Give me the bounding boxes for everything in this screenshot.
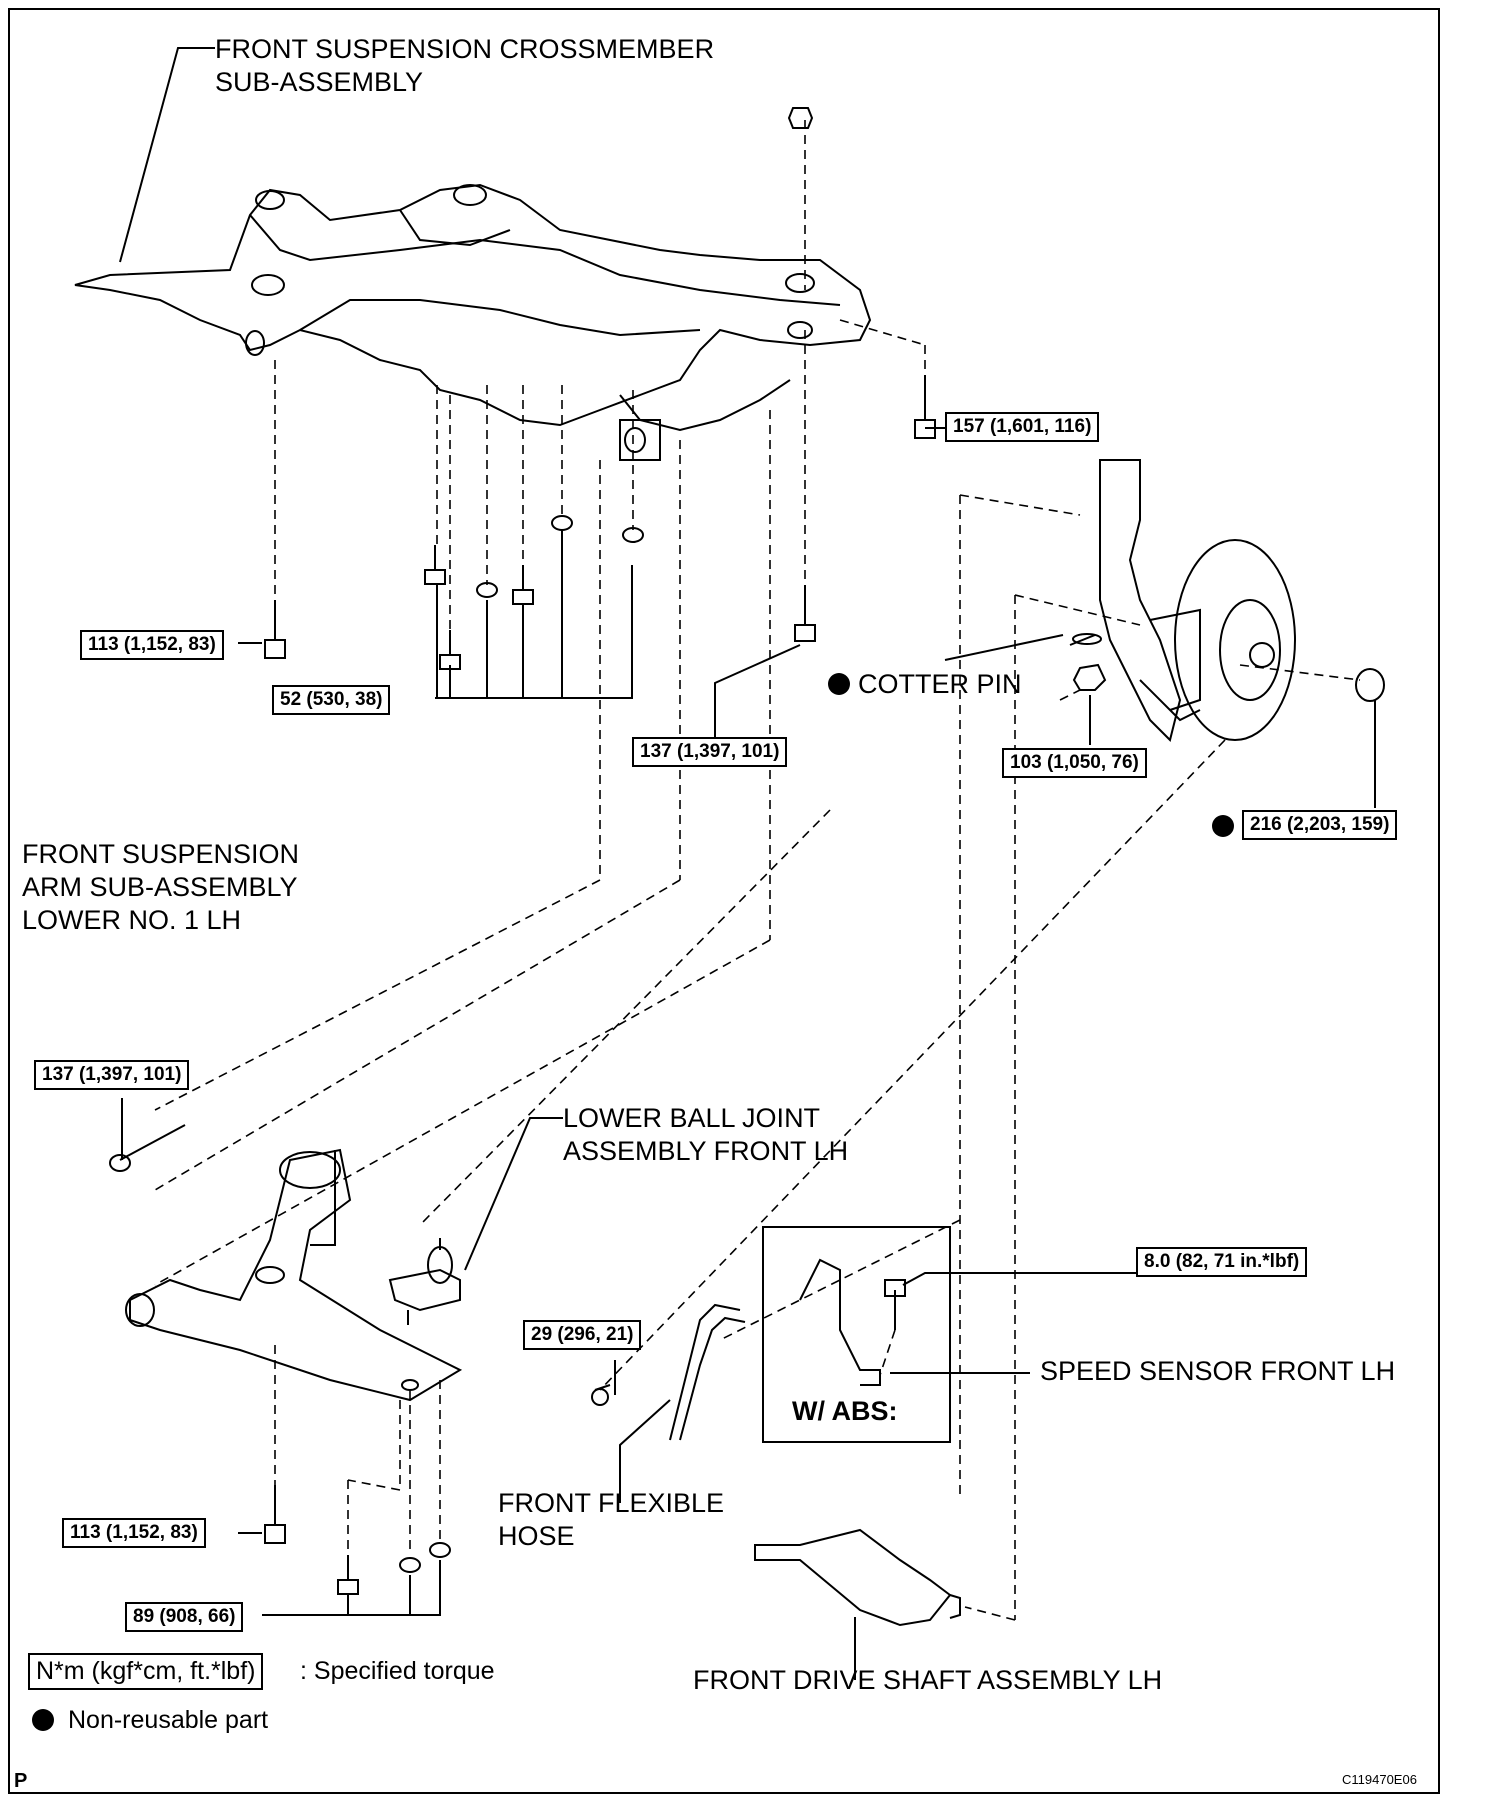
lower-arm-drawing xyxy=(125,1148,463,1402)
legend-nonreusable-dot xyxy=(32,1709,54,1731)
torque-103: 103 (1,050, 76) xyxy=(1002,748,1147,778)
legend-unit-text: : Specified torque xyxy=(300,1657,495,1685)
label-ball-joint-line1: LOWER BALL JOINT xyxy=(563,1103,821,1133)
cotter-pin-drawing xyxy=(1069,634,1096,646)
label-lower-arm-line1: FRONT SUSPENSION xyxy=(22,839,300,869)
torque-8: 8.0 (82, 71 in.*lbf) xyxy=(1136,1247,1308,1277)
knuckle-hub-drawing xyxy=(1099,459,1296,742)
label-flex-hose-line2: HOSE xyxy=(498,1521,575,1551)
label-drive-shaft: FRONT DRIVE SHAFT ASSEMBLY LH xyxy=(693,1665,1163,1695)
corner-mark: P xyxy=(14,1770,28,1792)
legend-nonreusable-text: Non-reusable part xyxy=(68,1706,269,1734)
torque-137-left: 137 (1,397, 101) xyxy=(34,1060,190,1090)
torque-52: 52 (530, 38) xyxy=(272,685,391,715)
abs-box-frame xyxy=(762,1226,951,1443)
flex-hose-drawing xyxy=(669,1303,741,1441)
cotter-pin-loop xyxy=(1072,633,1102,645)
label-abs-box: W/ ABS: xyxy=(792,1396,898,1426)
torque-137-mid: 137 (1,397, 101) xyxy=(632,737,788,767)
hub-nut-drawing xyxy=(1355,668,1385,702)
torque-216: 216 (2,203, 159) xyxy=(1242,810,1398,840)
label-flex-hose-line1: FRONT FLEXIBLE xyxy=(498,1488,725,1518)
torque-113-bottom: 113 (1,152, 83) xyxy=(62,1518,206,1548)
torque-89: 89 (908, 66) xyxy=(125,1602,244,1632)
torque-157: 157 (1,601, 116) xyxy=(945,412,1100,442)
diagram-frame xyxy=(8,8,1440,1794)
label-speed-sensor: SPEED SENSOR FRONT LH xyxy=(1040,1356,1396,1386)
knuckle-nut-drawing xyxy=(1072,663,1107,691)
label-lower-arm-line3: LOWER NO. 1 LH xyxy=(22,905,242,935)
ball-joint-drawing xyxy=(388,1238,461,1325)
label-crossmember-line2: SUB-ASSEMBLY xyxy=(215,67,424,97)
torque-113-top: 113 (1,152, 83) xyxy=(80,630,224,660)
leader-lines xyxy=(119,47,1376,1680)
drive-shaft-drawing xyxy=(754,1528,961,1627)
crossmember-drawing xyxy=(74,183,872,461)
top-nut-drawing xyxy=(787,107,814,129)
arm-bolt-drawing xyxy=(119,1124,186,1161)
abs-sensor-drawing xyxy=(799,1258,881,1386)
legend-unit-box: N*m (kgf*cm, ft.*lbf) xyxy=(28,1653,264,1690)
label-cotter-pin: COTTER PIN xyxy=(858,669,1022,699)
label-ball-joint-line2: ASSEMBLY FRONT LH xyxy=(563,1136,849,1166)
figure-code: C119470E06 xyxy=(1342,1772,1417,1787)
torque-29: 29 (296, 21) xyxy=(523,1320,642,1350)
nonreusable-dot-216 xyxy=(1212,815,1234,837)
label-lower-arm-line2: ARM SUB-ASSEMBLY xyxy=(22,872,298,902)
nonreusable-dot-cotter-pin xyxy=(828,673,850,695)
alignment-lines xyxy=(154,120,1361,1621)
lower-arm-bolts xyxy=(264,1485,451,1595)
label-crossmember-line1: FRONT SUSPENSION CROSSMEMBER xyxy=(215,34,715,64)
